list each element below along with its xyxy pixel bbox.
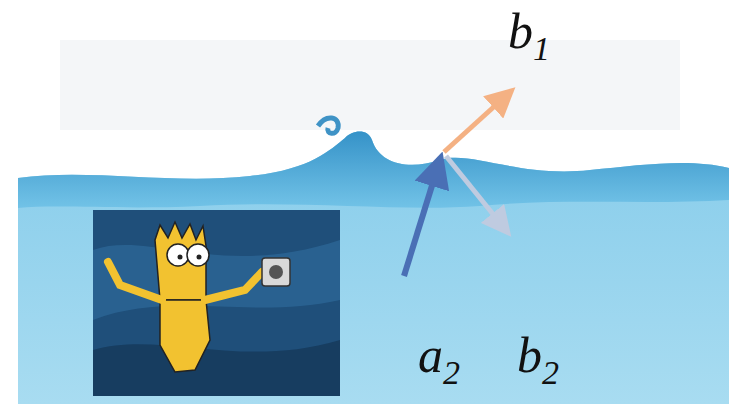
vector-letter: b [517, 327, 542, 383]
vector-subscript: 2 [542, 354, 559, 391]
vector-subscript: 2 [443, 354, 460, 391]
swimming-illustration [93, 210, 340, 396]
vector-letter: b [508, 3, 533, 59]
vector-label: a2 [418, 330, 460, 380]
incident-arrow [404, 163, 439, 276]
vector-label: b1 [508, 6, 550, 56]
reflected-arrow [444, 94, 508, 152]
vector-subscript: 1 [533, 30, 550, 67]
vector-label: b2 [517, 330, 559, 380]
transmitted-arrow [446, 156, 505, 229]
vector-letter: a [418, 327, 443, 383]
